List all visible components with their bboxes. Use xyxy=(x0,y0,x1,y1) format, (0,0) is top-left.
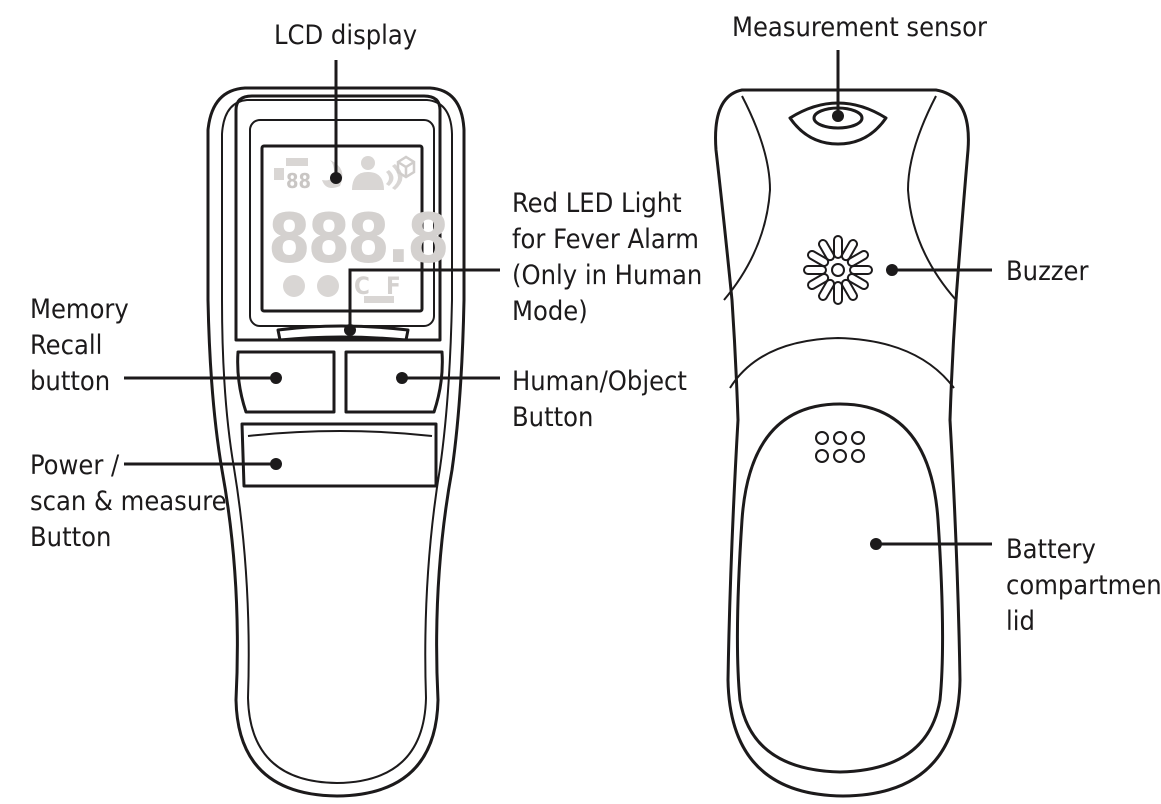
lcd-contents: 88 888.8 C F xyxy=(268,155,450,303)
label-red-led-line-4: Mode) xyxy=(512,296,588,327)
label-red-led-line-1: Red LED Light xyxy=(512,188,682,219)
lcd-screen xyxy=(260,144,424,313)
front-body-inner-outline xyxy=(221,99,453,785)
lcd-unit-f: F xyxy=(386,272,401,300)
object-cube-icon xyxy=(396,155,416,179)
signal-waves-icon xyxy=(386,164,403,190)
label-battery-line-2: compartment xyxy=(1006,570,1161,601)
lcd-low-battery-icon xyxy=(364,296,394,303)
memory-recall-button[interactable] xyxy=(236,350,336,414)
label-red-led-line-3: (Only in Human xyxy=(512,260,702,291)
labels: LCD display Red LED Light for Fever Alar… xyxy=(30,12,1161,637)
red-led-light xyxy=(276,324,410,342)
label-memory-line-3: button xyxy=(30,366,110,397)
label-memory-line-1: Memory xyxy=(30,294,129,325)
back-body-outline xyxy=(714,88,970,798)
back-waist-line xyxy=(729,336,955,389)
buzzer-grille xyxy=(803,235,873,305)
label-lcd-display: LCD display xyxy=(274,20,417,51)
lcd-indicator-left xyxy=(283,275,305,297)
leader-lines xyxy=(124,50,992,550)
label-power-line-3: Button xyxy=(30,522,111,553)
power-button-top-edge xyxy=(247,430,433,437)
display-bezel xyxy=(234,94,442,342)
label-power-line-1: Power / xyxy=(30,450,120,481)
measurement-sensor xyxy=(788,101,888,146)
front-view: 88 888.8 C F xyxy=(206,86,466,798)
label-battery-line-3: lid xyxy=(1006,606,1035,637)
battery-compartment-lid[interactable] xyxy=(735,402,945,774)
lcd-indicator-right xyxy=(317,275,339,297)
human-body-icon xyxy=(352,172,384,190)
lcd-memory-icon xyxy=(274,168,284,180)
lcd-small-digits: 88 xyxy=(286,169,311,193)
label-human-object-line-1: Human/Object xyxy=(512,366,687,397)
back-contour-left xyxy=(723,95,772,301)
label-battery-line-1: Battery xyxy=(1006,534,1096,565)
lcd-unit-c: C xyxy=(354,272,370,300)
front-body-outline xyxy=(206,86,466,798)
label-human-object-line-2: Button xyxy=(512,402,593,433)
human-object-button[interactable] xyxy=(344,350,444,414)
lcd-main-digits: 888.8 xyxy=(268,200,447,279)
label-measurement-sensor: Measurement sensor xyxy=(732,12,987,43)
label-power-line-2: scan & measure xyxy=(30,486,227,517)
label-buzzer: Buzzer xyxy=(1006,256,1089,287)
label-red-led-line-2: for Fever Alarm xyxy=(512,224,699,255)
lcd-battery-bars xyxy=(286,158,308,166)
battery-lid-grip-dots xyxy=(815,431,865,463)
label-memory-line-2: Recall xyxy=(30,330,102,361)
back-view xyxy=(714,88,970,798)
human-head-icon xyxy=(361,156,375,170)
